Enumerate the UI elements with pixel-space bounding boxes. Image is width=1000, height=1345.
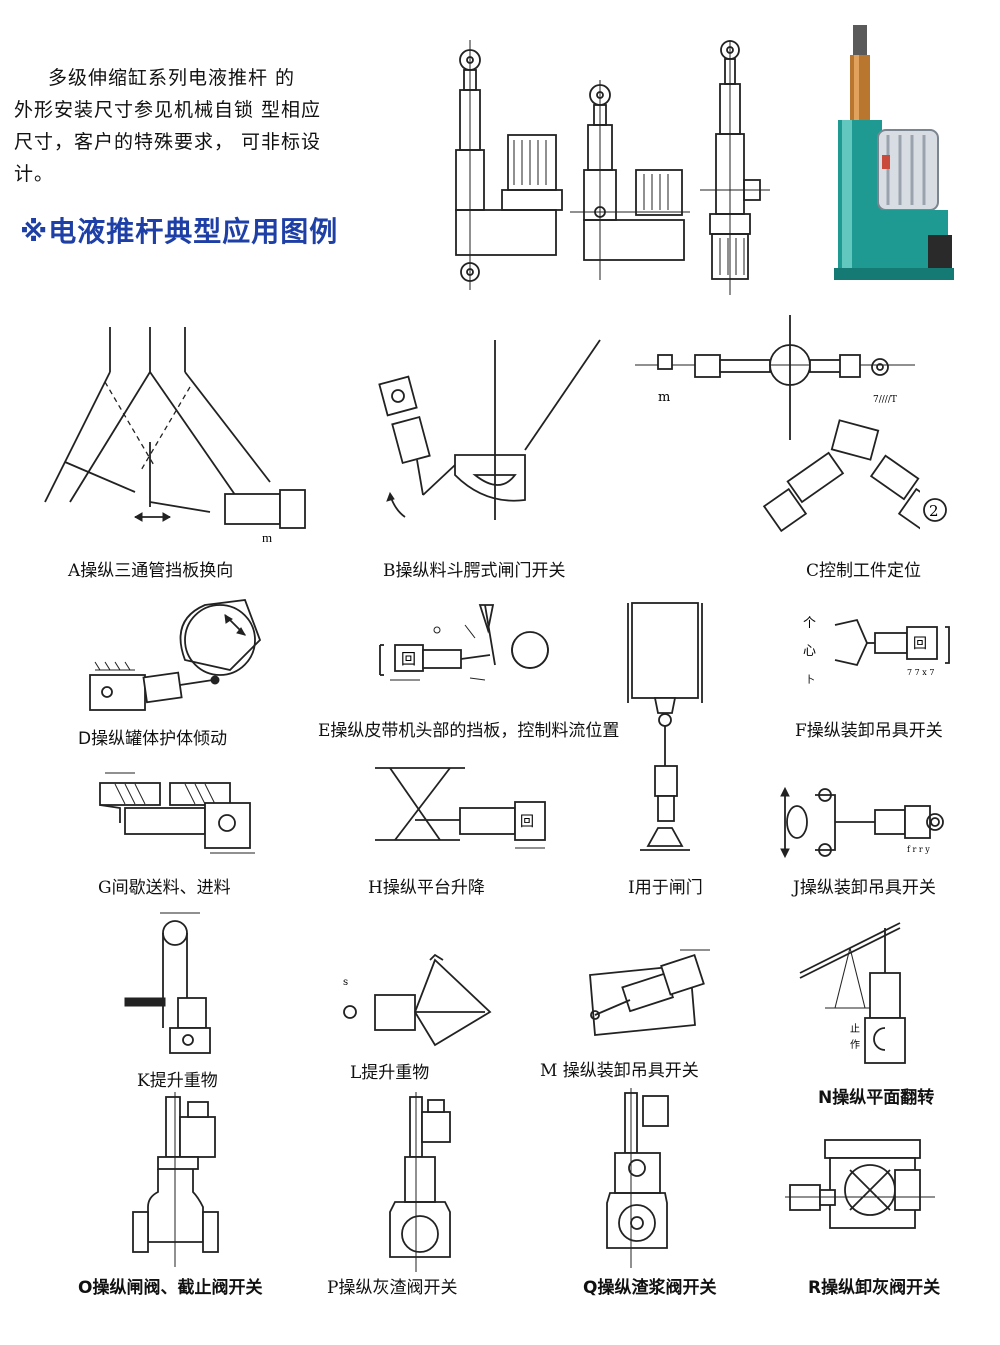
diagram-n: 止 作 bbox=[790, 908, 920, 1068]
diagram-c-marker: 2 bbox=[920, 495, 950, 525]
caption-m: M 操纵装卸吊具开关 bbox=[540, 1061, 699, 1081]
label-h-box: 回 bbox=[520, 814, 534, 830]
label-j-hatch: f r r y bbox=[907, 845, 930, 854]
label-a-m: m bbox=[262, 530, 272, 545]
intro-text: 多级伸缩缸系列电液推杆 的 外形安装尺寸参见机械自锁 型相应 尺寸，客户的特殊要… bbox=[14, 62, 354, 190]
diagram-l: s bbox=[335, 950, 500, 1050]
diagram-p bbox=[380, 1092, 470, 1272]
caption-n: N操纵平面翻转 bbox=[818, 1088, 935, 1108]
caption-b: B操纵料斗腭式闸门开关 bbox=[383, 561, 566, 581]
label-c-two: 2 bbox=[929, 502, 939, 520]
diagram-m bbox=[570, 945, 720, 1050]
caption-c: C控制工件定位 bbox=[806, 561, 922, 581]
diagram-i bbox=[620, 598, 710, 863]
label-f-hatch: 7 7 x 7 bbox=[907, 668, 934, 677]
intro-line-2: 外形安装尺寸参见机械自锁 型相应 bbox=[14, 99, 322, 121]
label-e-box: 回 bbox=[401, 650, 416, 668]
caption-d: D操纵罐体护体倾动 bbox=[78, 729, 228, 749]
diagram-o bbox=[128, 1092, 228, 1267]
diagram-f: 个 心 卜 回 7 7 x 7 bbox=[795, 605, 960, 690]
caption-o: O操纵闸阀、截止阀开关 bbox=[78, 1278, 263, 1298]
caption-p: P操纵灰渣阀开关 bbox=[327, 1278, 458, 1298]
diagram-j: f r r y bbox=[775, 780, 955, 865]
label-c-m: m bbox=[658, 390, 670, 405]
caption-a: A操纵三通管挡板换向 bbox=[68, 561, 234, 581]
diagram-c: m 7////T bbox=[630, 315, 920, 545]
caption-l: L提升重物 bbox=[350, 1063, 430, 1083]
caption-e: E操纵皮带机头部的挡板，控制料流位置 bbox=[318, 721, 620, 741]
label-n-char-2: 作 bbox=[850, 1039, 860, 1051]
caption-f: F操纵装卸吊具开关 bbox=[795, 721, 943, 741]
caption-i: I用于闸门 bbox=[628, 878, 703, 898]
label-c-hatch: 7////T bbox=[873, 395, 897, 405]
label-l-s: s bbox=[343, 977, 348, 988]
caption-h: H操纵平台升降 bbox=[368, 878, 485, 898]
diagram-q bbox=[595, 1088, 685, 1268]
diagram-h: 回 bbox=[365, 760, 555, 855]
caption-r: R操纵卸灰阀开关 bbox=[808, 1278, 941, 1298]
actuator-photo bbox=[828, 20, 958, 290]
label-n-char-1: 止 bbox=[850, 1023, 860, 1035]
diagram-a: m bbox=[40, 322, 310, 552]
caption-k: K提升重物 bbox=[137, 1071, 218, 1091]
label-f-char-1: 个 bbox=[803, 616, 816, 631]
label-f-box: 回 bbox=[913, 636, 927, 652]
caption-q: Q操纵渣浆阀开关 bbox=[583, 1278, 717, 1298]
diagram-b bbox=[375, 335, 605, 525]
intro-line-1: 多级伸缩缸系列电液推杆 的 bbox=[48, 67, 296, 89]
diagram-e: 回 bbox=[375, 600, 565, 695]
label-f-char-3: 卜 bbox=[805, 674, 815, 686]
section-heading: ※电液推杆典型应用图例 bbox=[20, 215, 339, 248]
caption-j: J操纵装卸吊具开关 bbox=[793, 878, 936, 898]
diagram-k bbox=[120, 908, 230, 1058]
label-f-char-2: 心 bbox=[803, 644, 816, 659]
intro-line-3: 尺寸，客户的特殊要求， 可非标设计。 bbox=[14, 131, 322, 185]
actuator-drawings bbox=[440, 40, 790, 300]
caption-g: G间歇送料、进料 bbox=[98, 878, 231, 898]
diagram-g bbox=[95, 768, 265, 863]
diagram-d bbox=[80, 590, 280, 715]
diagram-r bbox=[785, 1130, 935, 1250]
